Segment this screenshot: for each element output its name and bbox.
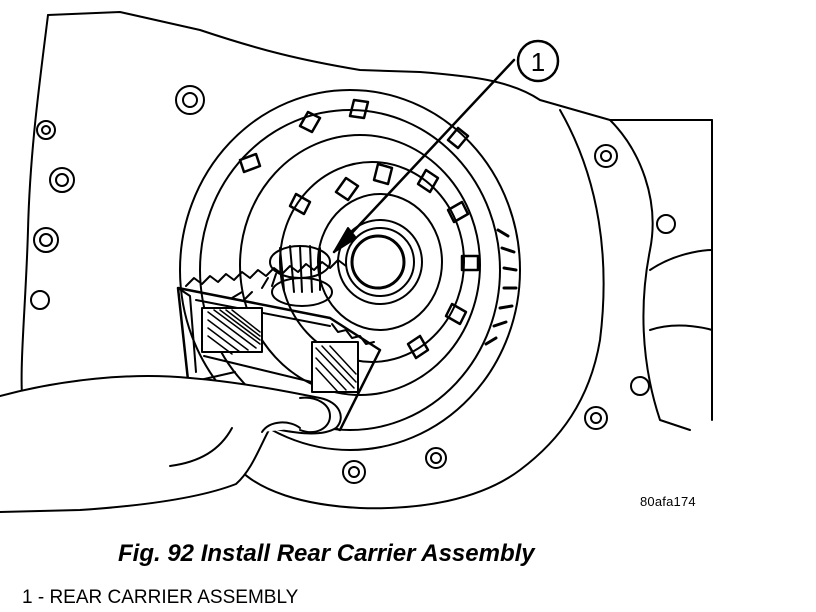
callout-circle	[516, 39, 560, 83]
legend-item-1: 1 - REAR CARRIER ASSEMBLY	[22, 587, 299, 608]
callout-number: 1	[531, 47, 545, 77]
hand	[0, 375, 342, 513]
output-shaft-bore	[337, 219, 423, 305]
figure-caption: Fig. 92 Install Rear Carrier Assembly	[118, 540, 535, 567]
bolt-boss	[36, 120, 56, 140]
rear-carrier-installation-illustration: 1	[0, 11, 713, 513]
clutch-housing-outer-ring	[179, 89, 521, 451]
figure-code: 80afa174	[640, 494, 696, 509]
callout-leader-line	[332, 58, 516, 254]
rear-carrier-assembly	[176, 245, 382, 432]
